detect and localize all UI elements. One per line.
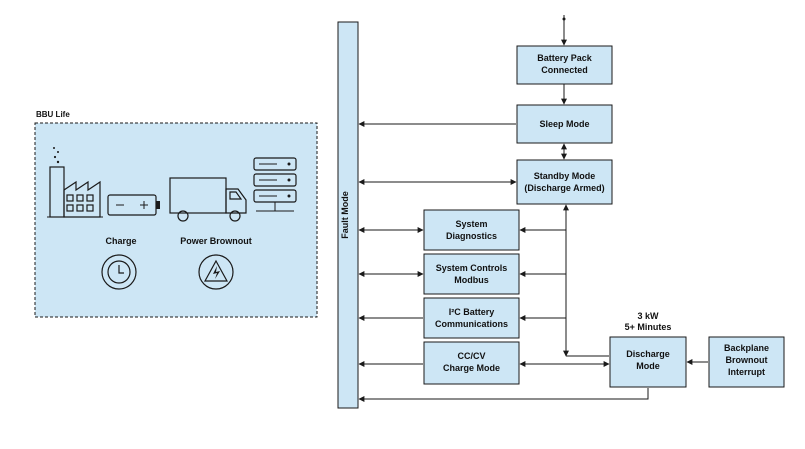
backplane-brownout-interrupt-block: Backplane Brownout Interrupt <box>708 336 785 388</box>
cc-cv-charge-mode-block: CC/CV Charge Mode <box>423 341 520 385</box>
block-label-line: (Discharge Armed) <box>524 183 604 193</box>
clock-icon <box>101 254 137 290</box>
battery-pack-connected-block: Battery Pack Connected <box>516 45 613 85</box>
block-label-line: Interrupt <box>728 367 765 377</box>
discharge-mode-block: Discharge Mode <box>609 336 687 388</box>
block-label-line: Diagnostics <box>446 231 497 241</box>
factory-icon <box>47 147 103 218</box>
lightning-icon <box>198 254 234 290</box>
charge-label: Charge <box>105 236 136 246</box>
discharge-power-label: 3 kW <box>637 311 659 321</box>
bbu-life-title: BBU Life <box>36 110 70 119</box>
block-label-line: Brownout <box>726 355 768 365</box>
system-controls-modbus-block: System Controls Modbus <box>423 253 520 295</box>
block-label-line: Sleep Mode <box>539 119 589 129</box>
arrow-discharge-fault <box>358 388 649 402</box>
fault-mode-bar <box>337 21 359 409</box>
block-label-line: Mode <box>636 361 660 371</box>
sleep-mode-block: Sleep Mode <box>516 104 613 144</box>
block-label-line: I²C Battery <box>449 307 495 317</box>
block-label-line: Communications <box>435 319 508 329</box>
block-label-line: Battery Pack <box>537 53 593 63</box>
standby-mode-block: Standby Mode (Discharge Armed) <box>516 159 613 205</box>
block-label-line: CC/CV <box>457 351 485 361</box>
block-label-line: System <box>455 219 487 229</box>
battery-icon <box>107 194 160 216</box>
block-label-line: Discharge <box>626 349 670 359</box>
block-label-line: Standby Mode <box>534 171 596 181</box>
bbu-life-panel <box>34 122 318 318</box>
block-label-line: Connected <box>541 65 588 75</box>
block-label-line: Charge Mode <box>443 363 500 373</box>
discharge-duration-label: 5+ Minutes <box>625 322 672 332</box>
connectors <box>358 15 708 402</box>
block-label-line: Backplane <box>724 343 769 353</box>
fault-mode-label: Fault Mode <box>340 191 350 239</box>
truck-icon <box>169 177 247 222</box>
system-diagnostics-block: System Diagnostics <box>423 209 520 251</box>
discharge-spec-label: 3 kW 5+ Minutes <box>625 311 672 332</box>
block-label-line: Modbus <box>454 275 489 285</box>
i2c-battery-communications-block: I²C Battery Communications <box>423 297 520 339</box>
block-label-line: System Controls <box>436 263 508 273</box>
server-rack-icon <box>253 157 297 212</box>
power-brownout-label: Power Brownout <box>180 236 252 246</box>
